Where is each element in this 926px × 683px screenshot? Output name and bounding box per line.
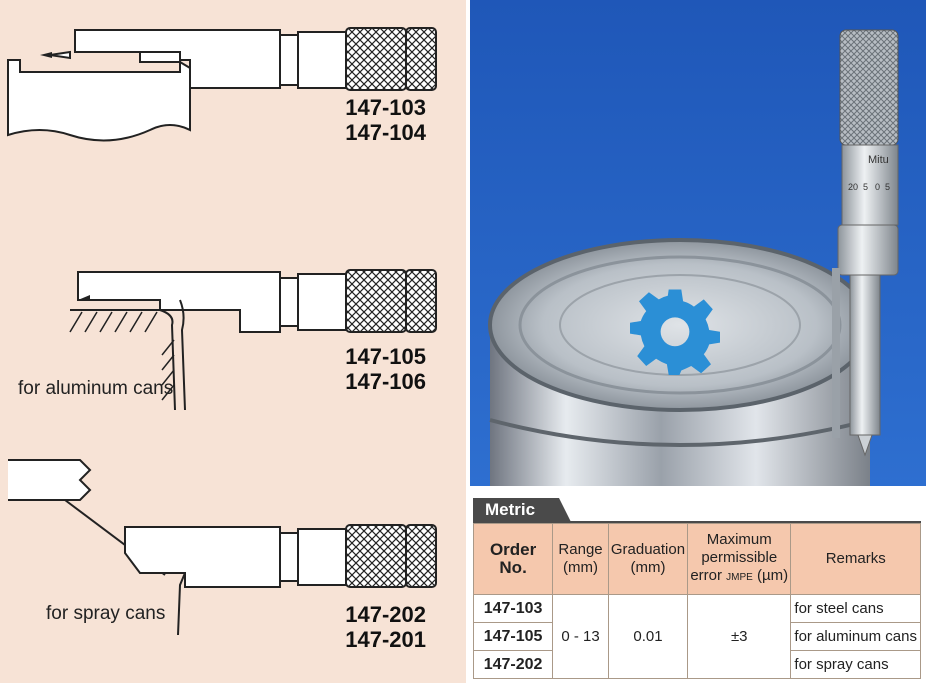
product-photo: Mitu 20 5 0 5 — [470, 0, 926, 486]
thimble-mark: 5 — [863, 182, 868, 192]
model-numbers-2: 147-105 147-106 — [345, 344, 426, 394]
table-row: 147-105 for aluminum cans — [472, 622, 921, 651]
micrometer-illustration-3 — [8, 459, 437, 636]
can-micrometer-photo: Mitu 20 5 0 5 — [470, 0, 926, 486]
diagram-spray-can: for spray cans 147-202 147-201 — [0, 455, 466, 655]
gear-icon[interactable] — [630, 285, 720, 375]
order-number: 147-103 — [472, 594, 554, 623]
header-range: Range (mm) — [552, 523, 609, 595]
thimble-mark: 0 — [875, 182, 880, 192]
divider — [473, 521, 921, 523]
max-error-cell: ±3 — [687, 594, 792, 679]
header-order-no: Order No. — [472, 523, 554, 595]
usage-label: for aluminum cans — [18, 378, 174, 399]
graduation-cell: 0.01 — [607, 594, 689, 679]
table-header-row: Order No. Range (mm) Graduation (mm) Max… — [472, 523, 921, 595]
metric-tab: Metric — [473, 498, 571, 522]
model-number: 147-103 — [345, 95, 426, 120]
remark-cell: for steel cans — [790, 594, 921, 623]
table-row: 147-202 for spray cans — [472, 650, 921, 679]
spec-table: Order No. Range (mm) Graduation (mm) Max… — [472, 523, 921, 679]
model-number: 147-202 — [345, 602, 426, 627]
model-number: 147-105 — [345, 344, 426, 369]
model-number: 147-201 — [345, 627, 426, 652]
table-row: 147-103 0 - 13 0.01 ±3 for steel cans — [472, 594, 921, 679]
header-graduation: Graduation (mm) — [607, 523, 689, 595]
model-number: 147-104 — [345, 120, 426, 145]
range-cell: 0 - 13 — [552, 594, 609, 679]
usage-label: for spray cans — [46, 603, 166, 624]
diagram-steel-can: 147-103 147-104 — [0, 0, 466, 160]
order-number: 147-105 — [472, 622, 554, 651]
remark-cell: for spray cans — [790, 650, 921, 679]
micrometer-illustration-2 — [69, 269, 437, 411]
thimble-mark: 20 — [848, 182, 858, 192]
thimble-mark: 5 — [885, 182, 890, 192]
header-max-error: Maximum permissible error JMPE (µm) — [687, 523, 792, 595]
diagram-panel: 147-103 147-104 — [0, 0, 466, 683]
remark-cell: for aluminum cans — [790, 622, 921, 651]
header-remarks: Remarks — [790, 523, 921, 595]
micrometer-illustration-1 — [7, 27, 437, 142]
model-numbers-3: 147-202 147-201 — [345, 602, 426, 652]
model-numbers-1: 147-103 147-104 — [345, 95, 426, 145]
header-max-error-label: Maximum permissible error — [690, 531, 778, 584]
header-error-unit: (µm) — [757, 567, 789, 584]
order-number: 147-202 — [472, 650, 554, 679]
header-jmpe: JMPE — [726, 572, 753, 583]
brand-text: Mitu — [868, 154, 889, 166]
model-number: 147-106 — [345, 369, 426, 394]
diagram-aluminum-can: for aluminum cans 147-105 147-106 — [0, 260, 466, 420]
